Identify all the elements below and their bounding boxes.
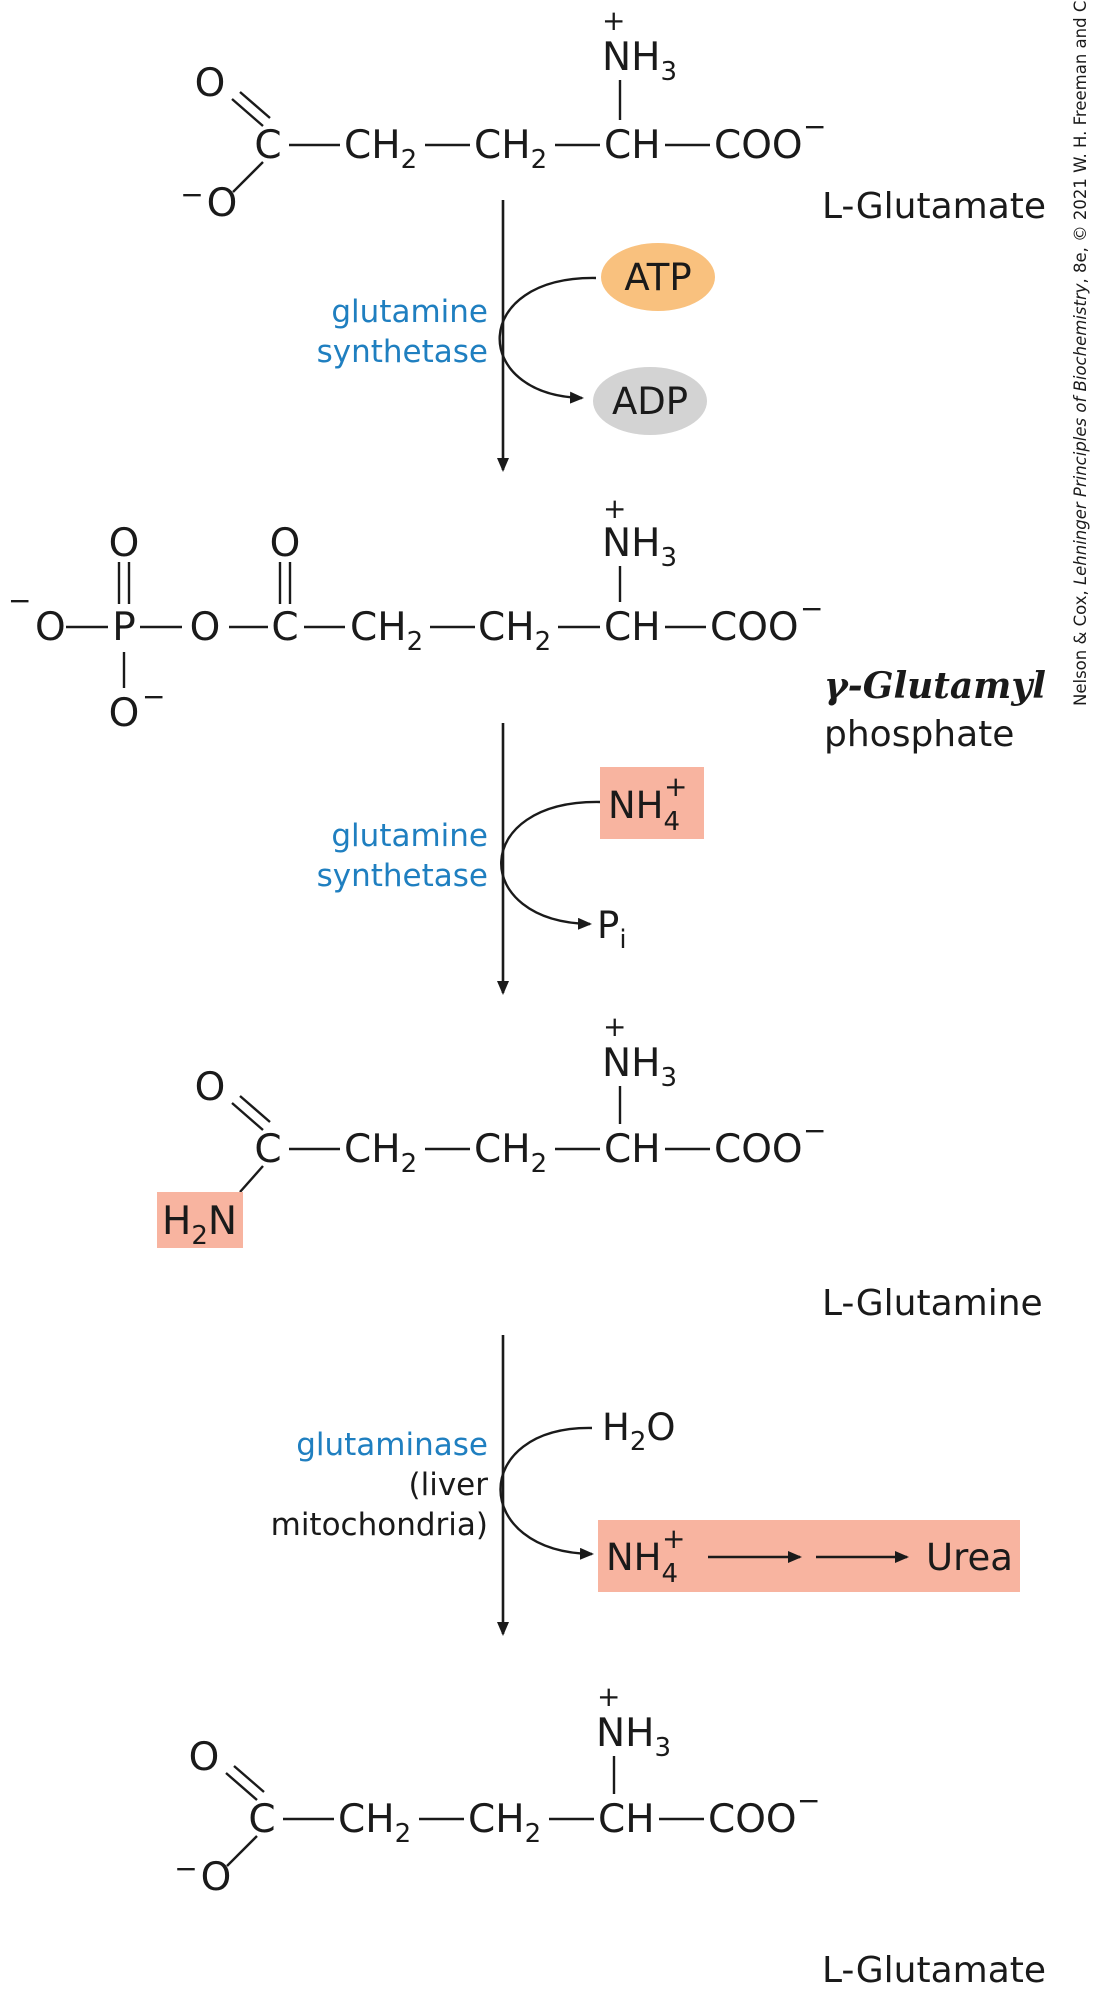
enzyme-label-line2: synthetase	[317, 858, 488, 894]
urea-pathway-highlight	[598, 1520, 1020, 1592]
reaction-step-1: glutamine synthetase ATP ADP	[317, 200, 715, 472]
atp-label: ATP	[624, 256, 691, 299]
carbonyl-oxygen: O	[189, 1735, 220, 1780]
phosphate-oxygen: O	[109, 691, 140, 736]
compound-name: L-Glutamine	[822, 1283, 1043, 1324]
atp-ellipse	[601, 243, 715, 311]
copyright-credit: Nelson & Cox, Lehninger Principles of Bi…	[1071, 0, 1090, 706]
plus-charge: +	[602, 4, 625, 37]
phosphate-oxygen: O	[35, 605, 66, 650]
ammonium-highlight	[600, 767, 704, 839]
adp-label: ADP	[612, 380, 688, 423]
phosphorus: P	[112, 605, 136, 650]
enzyme-label-line2: synthetase	[317, 334, 488, 370]
carboxylate-oxygen: O	[207, 181, 238, 226]
minus-charge: −	[803, 1114, 826, 1147]
methylene-group: CH2	[468, 1797, 541, 1849]
minus-charge: −	[800, 592, 823, 625]
ammonium-ion-label: NH4+	[606, 1522, 686, 1589]
methylene-group: CH2	[344, 1127, 417, 1179]
bridging-oxygen: O	[190, 605, 221, 650]
alpha-carbon: CH	[604, 605, 661, 650]
enzyme-label-line1: glutamine	[331, 294, 488, 330]
methylene-group: CH2	[478, 605, 551, 657]
enzyme-label-line1: glutamine	[331, 818, 488, 854]
minus-charge: −	[803, 110, 826, 143]
inorganic-phosphate-label: Pi	[597, 904, 627, 955]
compound-name: L-Glutamate	[822, 1950, 1046, 1990]
location-note-line1: (liver	[409, 1467, 489, 1503]
acyl-oxygen: O	[270, 521, 301, 566]
compound-name-line1: γ-Glutamyl	[824, 665, 1046, 707]
enzyme-label: glutaminase	[296, 1427, 488, 1463]
amide-nitrogen-group: H2N	[162, 1199, 237, 1251]
compound-name: L-Glutamate	[822, 186, 1046, 227]
water-label: H2O	[602, 1406, 676, 1457]
methylene-group: CH2	[474, 123, 547, 175]
acyl-carbon: C	[271, 605, 298, 650]
reaction-step-2: glutamine synthetase NH4+ Pi	[317, 723, 704, 995]
gamma-glutamyl-phosphate-structure: − O P O O − O C O CH2 CH2 CH COO − NH3 +	[8, 492, 823, 736]
carbonyl-oxygen: O	[195, 61, 226, 106]
ammonium-group: NH3	[602, 521, 677, 573]
location-note-line2: mitochondria)	[271, 1507, 488, 1543]
minus-charge: −	[8, 584, 31, 617]
amide-oxygen: O	[195, 1065, 226, 1110]
plus-charge: +	[603, 492, 626, 525]
minus-charge: −	[142, 680, 165, 713]
reaction-step-3: glutaminase (liver mitochondria) H2O NH4…	[271, 1335, 1020, 1636]
plus-charge: +	[597, 1680, 620, 1713]
carboxylate-group: COO	[710, 605, 799, 650]
ammonium-ion-label: NH4+	[608, 770, 688, 837]
plus-charge: +	[603, 1010, 626, 1043]
ammonium-group: NH3	[602, 35, 677, 87]
carboxylate-carbon: C	[254, 123, 281, 168]
amide-nitrogen-highlight	[157, 1192, 243, 1248]
alpha-carbon: CH	[604, 123, 661, 168]
l-glutamate-structure-top: O C − O CH2 CH2 CH COO − NH3 +	[180, 4, 826, 226]
methylene-group: CH2	[474, 1127, 547, 1179]
urea-label: Urea	[926, 1536, 1013, 1579]
phosphoryl-oxygen: O	[109, 521, 140, 566]
minus-charge: −	[174, 1852, 197, 1885]
ammonium-group: NH3	[602, 1041, 677, 1093]
minus-charge: −	[180, 178, 203, 211]
carboxylate-group: COO	[708, 1797, 797, 1842]
methylene-group: CH2	[350, 605, 423, 657]
methylene-group: CH2	[338, 1797, 411, 1849]
carboxylate-carbon: C	[248, 1797, 275, 1842]
l-glutamate-structure-bottom: O C − O CH2 CH2 CH COO − NH3 +	[174, 1680, 820, 1900]
methylene-group: CH2	[344, 123, 417, 175]
l-glutamine-structure: O C H2N CH2 CH2 CH COO − NH3 +	[157, 1010, 826, 1251]
compound-name-line2: phosphate	[824, 714, 1014, 755]
carboxylate-group: COO	[714, 1127, 803, 1172]
minus-charge: −	[797, 1784, 820, 1817]
alpha-carbon: CH	[598, 1797, 655, 1842]
carboxylate-oxygen: O	[201, 1855, 232, 1900]
adp-ellipse	[593, 367, 707, 435]
ammonium-group: NH3	[596, 1711, 671, 1763]
alpha-carbon: CH	[604, 1127, 661, 1172]
amide-carbon: C	[254, 1127, 281, 1172]
carboxylate-group: COO	[714, 123, 803, 168]
